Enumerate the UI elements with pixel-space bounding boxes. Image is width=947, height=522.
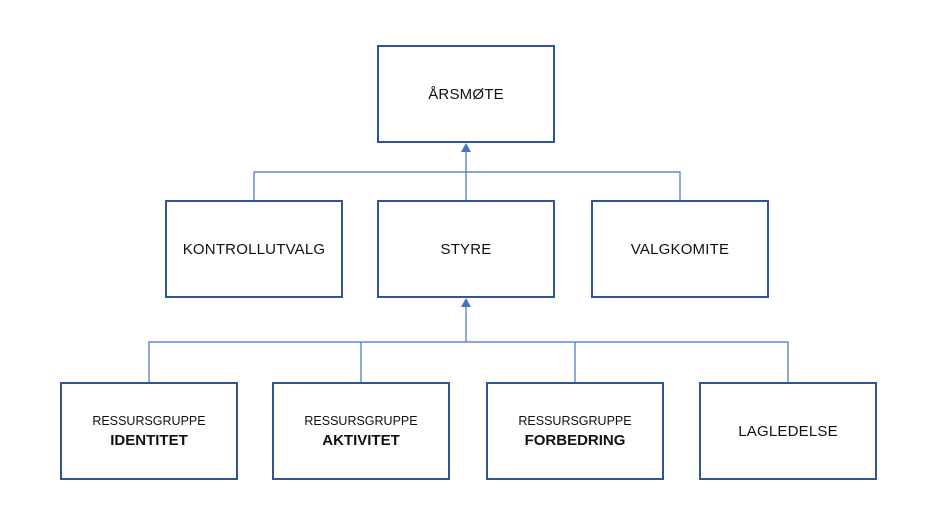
node-valgkomite-label: VALGKOMITE [630,240,730,258]
node-valgkomite: VALGKOMITE [591,200,769,298]
arrowhead-to-aarsmote [461,143,471,152]
node-lagledelse: LAGLEDELSE [699,382,877,480]
node-ressursgruppe-identitet-name: IDENTITET [110,431,188,449]
node-ressursgruppe-forbedring-label: RESSURSGRUPPE [518,413,632,428]
node-ressursgruppe-forbedring: RESSURSGRUPPE FORBEDRING [486,382,664,480]
node-ressursgruppe-identitet-label: RESSURSGRUPPE [92,413,206,428]
node-styre-label: STYRE [440,240,492,258]
node-lagledelse-label: LAGLEDELSE [738,422,838,440]
node-kontrollutvalg: KONTROLLUTVALG [165,200,343,298]
arrowhead-to-styre [461,298,471,307]
node-aarsmote: ÅRSMØTE [377,45,555,143]
node-ressursgruppe-aktivitet: RESSURSGRUPPE AKTIVITET [272,382,450,480]
node-ressursgruppe-forbedring-name: FORBEDRING [524,431,626,449]
node-ressursgruppe-aktivitet-name: AKTIVITET [322,431,400,449]
connector-kontrollutvalg-valgkomite-bus [253,171,681,200]
node-ressursgruppe-aktivitet-label: RESSURSGRUPPE [304,413,418,428]
node-kontrollutvalg-label: KONTROLLUTVALG [182,240,326,258]
connector-groups-bus [148,341,789,382]
node-aarsmote-label: ÅRSMØTE [428,85,504,103]
node-ressursgruppe-identitet: RESSURSGRUPPE IDENTITET [60,382,238,480]
node-styre: STYRE [377,200,555,298]
